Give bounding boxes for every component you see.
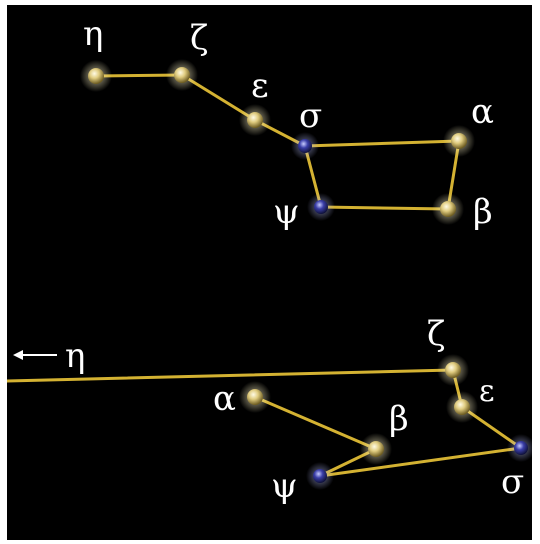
star-eta-top bbox=[80, 60, 112, 92]
offscreen-arrow: η bbox=[13, 336, 85, 376]
label-zeta-top: ζ bbox=[190, 18, 208, 58]
star-sigma-bottom bbox=[507, 434, 532, 462]
edge-beta-psi bbox=[321, 207, 448, 209]
label-psi-bottom: ψ bbox=[271, 466, 298, 506]
star-beta-bottom bbox=[360, 433, 392, 465]
label-sigma-bottom: σ bbox=[501, 462, 524, 502]
top-view-lines bbox=[96, 75, 459, 209]
label-alpha-top: α bbox=[471, 92, 494, 132]
label-beta-bottom: β bbox=[389, 399, 409, 439]
edge-sigma-alpha bbox=[305, 141, 459, 146]
arrow-head bbox=[13, 350, 23, 360]
star-zeta-bottom bbox=[437, 354, 469, 386]
label-alpha-bottom: α bbox=[213, 379, 236, 419]
star-eps-bottom bbox=[446, 391, 478, 423]
edge-beta-alpha-bottom bbox=[255, 397, 376, 449]
star-psi-bottom bbox=[306, 462, 334, 490]
label-eps-bottom: ε bbox=[479, 374, 495, 409]
top-view-labels: η ζ ε σ α ψ β bbox=[83, 14, 494, 232]
star-psi-top bbox=[307, 193, 335, 221]
label-zeta-bottom: ζ bbox=[427, 314, 445, 354]
star-alpha-bottom bbox=[239, 381, 271, 413]
star-beta-top bbox=[432, 193, 464, 225]
label-psi-top: ψ bbox=[273, 192, 300, 232]
label-sigma-top: σ bbox=[299, 96, 322, 136]
label-eps-top: ε bbox=[251, 66, 269, 106]
constellation-diagram: η ζ ε σ α ψ β η bbox=[7, 5, 532, 540]
star-sigma-top bbox=[291, 132, 319, 160]
diagram-canvas: η ζ ε σ α ψ β η bbox=[7, 5, 532, 540]
label-eta-offscreen: η bbox=[65, 336, 85, 376]
label-eta-top: η bbox=[83, 14, 103, 54]
star-eps-top bbox=[239, 104, 271, 136]
label-beta-top: β bbox=[473, 192, 493, 232]
star-zeta-top bbox=[166, 59, 198, 91]
